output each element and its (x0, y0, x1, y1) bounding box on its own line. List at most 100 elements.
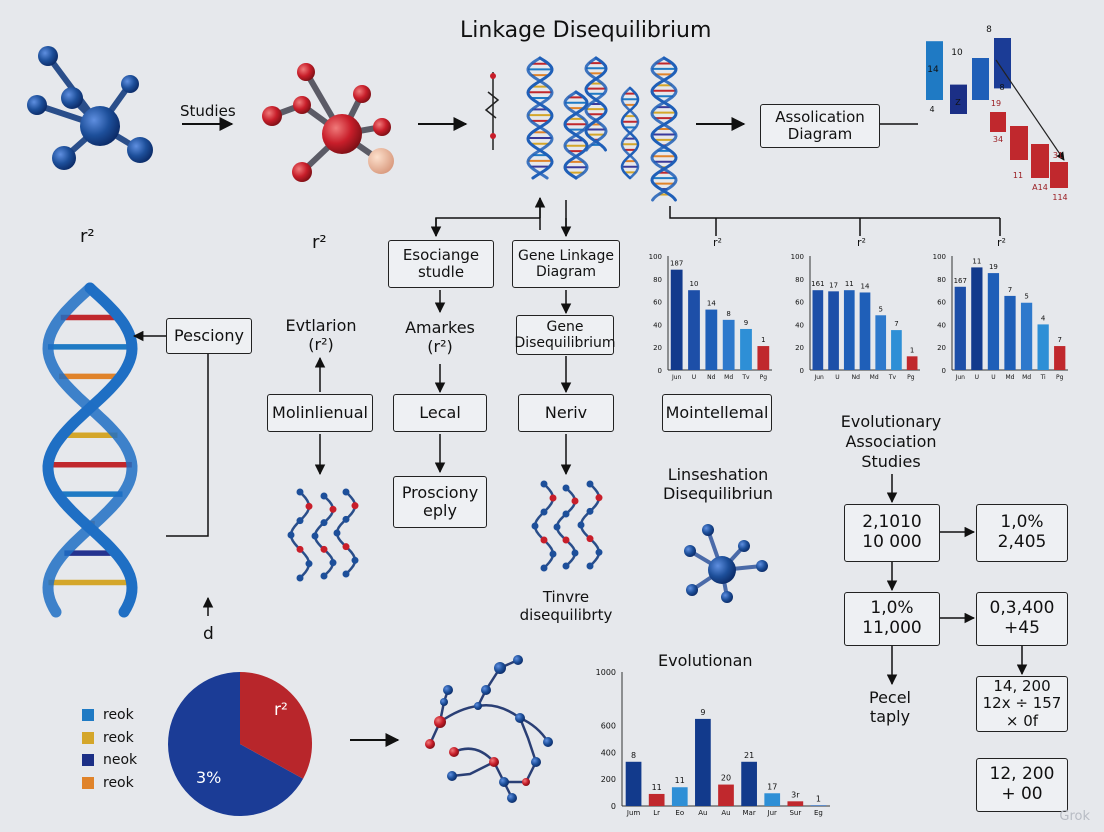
bar-data-label: 1 (761, 336, 765, 344)
y-tick-label: 20 (795, 344, 804, 352)
prosciony-eply-box: Prosciony eply (393, 476, 487, 528)
strand-node (305, 560, 313, 568)
strand-node (540, 564, 548, 572)
bar-data-label: 8 (726, 310, 730, 318)
waterfall-label: 10 (951, 48, 963, 58)
r2-label-mid: r² (312, 232, 327, 253)
page-title: Linkage Disequilibrium (460, 18, 712, 43)
bar (987, 273, 1000, 370)
red-molecule-icon (262, 63, 394, 182)
y-tick-label: 0 (658, 367, 662, 375)
bar (812, 290, 824, 370)
x-tick-label: Eg (814, 809, 823, 817)
network-graph-icon (425, 655, 553, 803)
strand-node (351, 502, 359, 510)
helix-strand (650, 56, 678, 202)
strand-node (305, 502, 313, 510)
strand-node (562, 484, 570, 492)
x-tick-label: Nd (852, 374, 860, 381)
x-tick-label: Md (724, 374, 733, 381)
bar (1054, 346, 1066, 370)
x-tick-label: Md (1022, 374, 1031, 381)
helix-strand (42, 282, 138, 618)
pie-slice (240, 672, 313, 779)
helix-strand (526, 56, 554, 180)
strand-node (296, 574, 304, 582)
bar (1004, 295, 1016, 370)
strand-node (320, 572, 328, 580)
waterfall-red-bar (1050, 162, 1068, 188)
helix-strand (526, 56, 554, 180)
bar-data-label: 11 (972, 257, 981, 265)
bar-data-label: 11 (675, 776, 685, 785)
bar (1037, 324, 1049, 370)
bar (648, 793, 665, 806)
y-tick-label: 40 (795, 321, 804, 329)
strand-node (342, 515, 350, 523)
gene-linkage-diagram-box: Gene Linkage Diagram (512, 240, 620, 288)
x-tick-label: Sur (789, 809, 801, 817)
y-tick-label: 1000 (596, 668, 616, 677)
bar-data-label: 19 (989, 263, 998, 271)
pie-slice (168, 672, 304, 816)
x-tick-label: Md (870, 374, 879, 381)
y-tick-label: 0 (942, 367, 946, 375)
waterfall-label: 8 (999, 83, 1004, 92)
waterfall-trend-arrow (995, 59, 1065, 161)
bar (705, 309, 718, 370)
strand-node (342, 488, 350, 496)
waterfall-label: 14 (927, 65, 939, 75)
value-box-3: 1,0% 11,000 (844, 592, 940, 646)
pie-chart (168, 672, 313, 816)
y-tick-label: 0 (800, 367, 804, 375)
pie-r2-label: r² (274, 700, 288, 720)
x-tick-label: Md (1006, 374, 1015, 381)
bar-data-label: 1 (910, 346, 914, 354)
x-tick-label: Mar (743, 809, 756, 817)
bar (695, 718, 711, 806)
x-tick-label: Ti (1040, 374, 1046, 381)
small-dna-strands-icon-2 (531, 480, 603, 572)
studies-label: Studies (180, 102, 236, 120)
small-blue-molecule-icon (684, 524, 768, 603)
y-tick-label: 20 (653, 344, 662, 352)
large-helix (42, 282, 138, 618)
bar (718, 784, 734, 806)
bar-data-label: 167 (954, 277, 967, 285)
bar-data-label: 187 (670, 260, 683, 268)
value-box-1: 2,1010 10 000 (844, 504, 940, 562)
tinvre-label: Tinvre disequilibrty (519, 588, 613, 624)
y-tick-label: 100 (933, 253, 946, 261)
bar-data-label: 11 (652, 783, 662, 792)
y-tick-label: 60 (795, 299, 804, 307)
x-tick-label: Tv (741, 374, 750, 381)
legend-item: reok (82, 704, 137, 727)
strand-node (320, 519, 328, 527)
strand-node (329, 559, 337, 567)
waterfall-red-label: 19 (991, 99, 1001, 108)
bar (757, 346, 770, 370)
bar-chart-1-r2: r² (713, 236, 722, 249)
pie-legend: reok reok neok reok (82, 704, 137, 794)
bar-data-label: 161 (811, 280, 824, 288)
strand-node (586, 535, 594, 543)
bar (843, 290, 855, 370)
bar (671, 787, 688, 806)
strand-node (296, 488, 304, 496)
bar-data-label: 14 (707, 300, 716, 308)
strand-node (586, 507, 594, 515)
bar-data-label: 7 (1008, 286, 1012, 294)
legend-item: reok (82, 727, 137, 750)
x-tick-label: Au (721, 809, 730, 817)
strand-node (586, 562, 594, 570)
bar-data-label: 4 (1041, 314, 1046, 322)
bar (859, 292, 871, 370)
bar (722, 319, 735, 370)
x-tick-label: U (975, 374, 979, 381)
bar (670, 269, 683, 370)
dna-helix (526, 56, 554, 180)
neriv-box: Neriv (518, 394, 614, 432)
bar (688, 290, 700, 370)
bar-data-label: 20 (721, 774, 731, 783)
